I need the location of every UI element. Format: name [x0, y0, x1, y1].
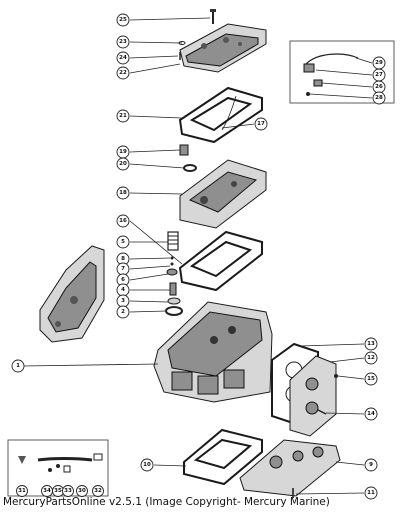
cover-gasket [178, 86, 263, 144]
svg-text:17: 17 [257, 121, 265, 127]
svg-text:22: 22 [119, 70, 127, 76]
svg-text:32: 32 [94, 488, 102, 494]
svg-text:35: 35 [54, 488, 62, 494]
svg-text:8: 8 [121, 256, 125, 262]
svg-text:34: 34 [43, 488, 51, 494]
callout-25: 25 [116, 13, 130, 27]
callout-13: 13 [364, 337, 378, 351]
callout-29: 29 [372, 56, 386, 70]
callout-32: 32 [92, 485, 104, 497]
cylinder-head [289, 355, 337, 437]
svg-text:28: 28 [375, 95, 383, 101]
svg-text:9: 9 [369, 462, 373, 468]
svg-text:33: 33 [64, 488, 72, 494]
callout-19: 19 [116, 145, 130, 159]
callout-11: 11 [364, 486, 378, 500]
callout-23: 23 [116, 35, 130, 49]
callout-28: 28 [372, 91, 386, 105]
svg-text:4: 4 [121, 287, 125, 293]
svg-text:12: 12 [367, 355, 375, 361]
bottom-gasket [183, 428, 263, 486]
exhaust-manifold-plate [179, 159, 267, 229]
inset-wire-harness [303, 53, 359, 96]
svg-text:29: 29 [375, 60, 383, 66]
callout-27: 27 [372, 68, 386, 82]
callout-33: 33 [62, 485, 74, 497]
svg-text:13: 13 [367, 341, 375, 347]
callout-4: 4 [116, 283, 130, 297]
callout-3: 3 [116, 294, 130, 308]
plug-15 [334, 374, 338, 378]
svg-text:15: 15 [367, 376, 375, 382]
callout-34: 34 [41, 485, 53, 497]
bottom-cover-plate [239, 439, 341, 497]
svg-text:2: 2 [121, 309, 125, 315]
svg-text:27: 27 [375, 72, 383, 78]
svg-text:18: 18 [119, 190, 127, 196]
callout-30: 30 [76, 485, 88, 497]
callout-21: 21 [116, 109, 130, 123]
callout-20: 20 [116, 157, 130, 171]
exhaust-cover-plate [179, 23, 267, 73]
exhaust-divider-casting [39, 245, 105, 343]
cylinder-block [153, 301, 273, 403]
svg-text:25: 25 [119, 17, 127, 23]
callout-5: 5 [116, 235, 130, 249]
svg-text:10: 10 [143, 462, 151, 468]
callout-10: 10 [140, 458, 154, 472]
callout-24: 24 [116, 51, 130, 65]
callout-1: 1 [11, 359, 25, 373]
svg-text:23: 23 [119, 39, 127, 45]
callout-26: 26 [372, 80, 386, 94]
copyright-caption: MercuryPartsOnline v2.5.1 (Image Copyrig… [3, 496, 330, 508]
svg-text:19: 19 [119, 149, 127, 155]
svg-text:31: 31 [18, 488, 26, 494]
svg-text:26: 26 [375, 84, 383, 90]
callout-22: 22 [116, 66, 130, 80]
svg-text:11: 11 [367, 490, 375, 496]
svg-text:7: 7 [121, 266, 125, 272]
leader-lines [23, 17, 373, 495]
svg-text:5: 5 [121, 239, 125, 245]
inset-wiring-box [289, 40, 395, 104]
thermostat [179, 144, 197, 172]
screw-14 [317, 409, 327, 415]
svg-text:24: 24 [119, 55, 127, 61]
callout-16: 16 [116, 214, 130, 228]
callout-35: 35 [52, 485, 64, 497]
pressure-valve-stack [165, 231, 183, 316]
svg-text:14: 14 [367, 411, 375, 417]
callout-18: 18 [116, 186, 130, 200]
svg-text:6: 6 [121, 277, 125, 283]
callout-7: 7 [116, 262, 130, 276]
callout-31: 31 [16, 485, 28, 497]
callout-15: 15 [364, 372, 378, 386]
callout-17: 17 [254, 117, 268, 131]
inset-hose [18, 453, 103, 473]
svg-text:20: 20 [119, 161, 127, 167]
callout-9: 9 [364, 458, 378, 472]
callout-14: 14 [364, 407, 378, 421]
manifold-gasket [178, 230, 263, 292]
svg-text:3: 3 [121, 298, 125, 304]
callout-12: 12 [364, 351, 378, 365]
callout-2: 2 [116, 305, 130, 319]
cover-bolt [210, 9, 216, 24]
svg-text:21: 21 [119, 113, 127, 119]
svg-text:30: 30 [78, 488, 86, 494]
svg-text:16: 16 [119, 218, 127, 224]
svg-text:1: 1 [16, 363, 20, 369]
